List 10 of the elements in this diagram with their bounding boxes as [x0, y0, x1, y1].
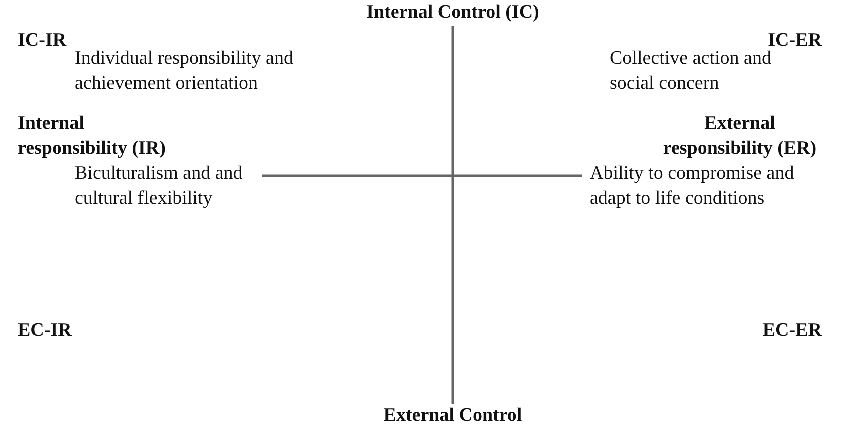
- axis-label: External Control: [382, 404, 524, 428]
- quadrant-description: Individual responsibility and achievement orientation: [75, 47, 294, 96]
- quadrant-label: IC-IR: [18, 29, 68, 53]
- axis-label: External responsibility (ER): [662, 112, 818, 161]
- quadrant-description: Ability to compromise and adapt to life conditions: [590, 162, 796, 211]
- quadrant-label: EC-ER: [762, 319, 822, 343]
- quadrant-description: Biculturalism and and cultural flexibility: [75, 162, 244, 211]
- axis-label: Internal responsibility (IR): [18, 112, 167, 161]
- axis-label: Internal Control (IC): [366, 1, 540, 25]
- quadrant-label: EC-IR: [18, 319, 73, 343]
